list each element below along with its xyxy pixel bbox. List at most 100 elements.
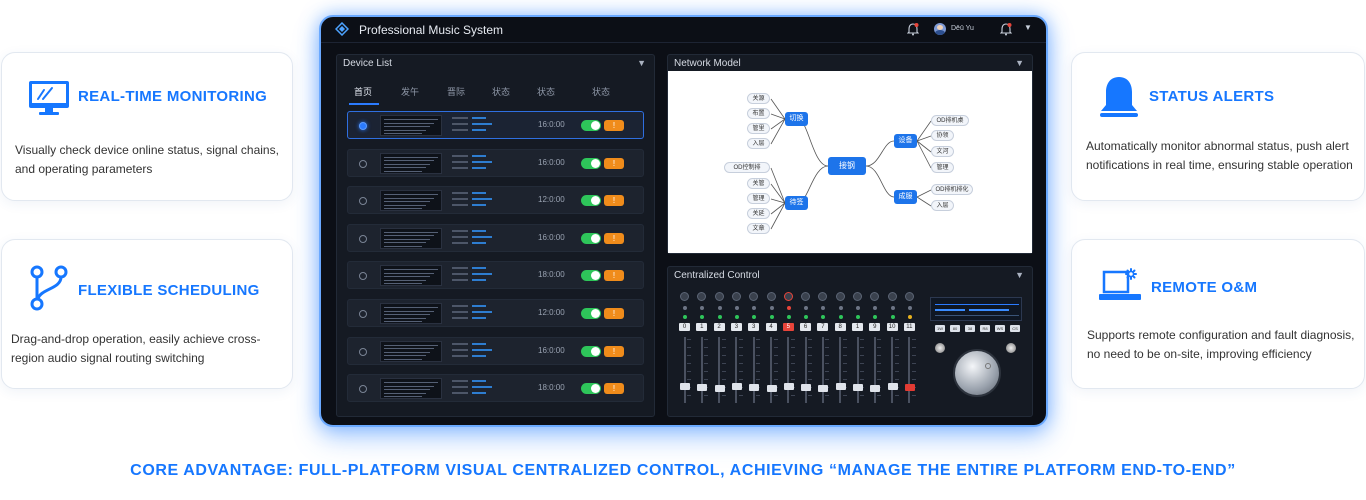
display-button[interactable]: WS: [995, 325, 1005, 332]
network-leaf-node[interactable]: OD控制排: [724, 162, 770, 173]
channel-knob[interactable]: [749, 292, 759, 301]
device-row[interactable]: 12:0:00!: [347, 299, 644, 327]
display-button[interactable]: 80: [950, 325, 960, 332]
action-button[interactable]: !: [604, 195, 624, 207]
select-radio[interactable]: [359, 385, 367, 394]
channel-number[interactable]: 10: [886, 323, 898, 331]
network-leaf-node[interactable]: 布置: [747, 108, 770, 119]
channel-knob[interactable]: [904, 292, 914, 301]
channel-fader[interactable]: [835, 383, 846, 390]
tab-5[interactable]: 状态: [592, 87, 611, 97]
channel-fader[interactable]: [870, 385, 881, 392]
device-row[interactable]: 16:0:00!: [347, 111, 644, 139]
status-toggle[interactable]: [581, 383, 601, 395]
channel-fader[interactable]: [853, 384, 863, 391]
chevron-down-icon[interactable]: ▼: [1015, 58, 1024, 68]
select-radio[interactable]: [359, 347, 367, 356]
alert-bell-icon[interactable]: [1000, 23, 1012, 36]
channel-knob[interactable]: [731, 292, 741, 301]
tab-4[interactable]: 状态: [537, 87, 556, 97]
channel-knob[interactable]: [853, 292, 862, 301]
network-leaf-node[interactable]: 管里: [747, 123, 770, 134]
channel-fader[interactable]: [766, 385, 777, 392]
tab-0[interactable]: 首页: [354, 87, 373, 97]
channel-fader[interactable]: [731, 383, 742, 390]
action-button[interactable]: !: [604, 345, 624, 357]
channel-number[interactable]: 1: [852, 323, 863, 331]
select-radio[interactable]: [359, 197, 367, 206]
action-button[interactable]: !: [604, 120, 624, 131]
action-button[interactable]: !: [604, 232, 624, 244]
channel-number[interactable]: 1: [696, 323, 708, 331]
network-leaf-node[interactable]: 管理: [931, 162, 954, 173]
network-leaf-node[interactable]: 文章: [747, 223, 770, 234]
status-toggle[interactable]: [581, 157, 601, 169]
network-leaf-node[interactable]: OD排机排化: [931, 184, 973, 195]
display-button[interactable]: R8: [980, 325, 990, 332]
channel-number[interactable]: 9: [869, 323, 881, 331]
channel-fader[interactable]: [783, 383, 794, 390]
small-knob-right[interactable]: [1006, 343, 1016, 353]
channel-number[interactable]: 2: [713, 323, 725, 331]
channel-fader[interactable]: [697, 384, 708, 391]
chevron-down-icon[interactable]: ▼: [637, 58, 646, 68]
channel-number[interactable]: 3: [730, 323, 742, 331]
channel-number[interactable]: 3: [748, 323, 760, 331]
channel-knob[interactable]: [697, 292, 707, 301]
status-toggle[interactable]: [581, 232, 601, 244]
display-button[interactable]: 38: [965, 325, 975, 332]
select-radio[interactable]: [359, 159, 367, 168]
channel-knob[interactable]: [835, 292, 845, 301]
action-button[interactable]: !: [604, 157, 624, 169]
tab-2[interactable]: 晋际: [447, 87, 466, 97]
status-toggle[interactable]: [581, 120, 601, 131]
small-knob-left[interactable]: [935, 343, 945, 353]
channel-number[interactable]: 4: [765, 323, 777, 331]
network-branch-node[interactable]: 成服: [894, 190, 917, 204]
status-toggle[interactable]: [581, 195, 601, 207]
display-button[interactable]: 1W: [935, 325, 945, 332]
network-leaf-node[interactable]: 关管: [747, 178, 770, 189]
channel-knob[interactable]: [818, 292, 828, 301]
jog-wheel[interactable]: [953, 349, 1001, 397]
network-branch-node[interactable]: 设备: [894, 134, 917, 148]
network-leaf-node[interactable]: 关源: [747, 93, 770, 104]
channel-knob[interactable]: [680, 292, 689, 301]
channel-fader[interactable]: [801, 384, 812, 391]
channel-knob[interactable]: [714, 292, 724, 301]
device-row[interactable]: 12:0:00!: [347, 186, 644, 215]
channel-knob[interactable]: [887, 292, 897, 301]
user-name[interactable]: Dēū Yu: [951, 25, 974, 32]
channel-number[interactable]: 7: [817, 323, 829, 331]
channel-number[interactable]: 6: [800, 323, 812, 331]
status-toggle[interactable]: [581, 270, 601, 282]
network-leaf-node[interactable]: 管理: [747, 193, 770, 204]
channel-number[interactable]: 11: [903, 323, 915, 331]
channel-fader[interactable]: [904, 384, 915, 391]
action-button[interactable]: !: [604, 383, 624, 395]
channel-fader[interactable]: [887, 383, 898, 390]
device-row[interactable]: 16:0:00!: [347, 148, 644, 177]
display-button[interactable]: CS: [1010, 325, 1020, 332]
select-radio[interactable]: [359, 310, 367, 318]
status-toggle[interactable]: [581, 308, 601, 319]
network-center-node[interactable]: 接钢: [828, 157, 866, 175]
device-row[interactable]: 16:0:00!: [347, 223, 644, 252]
network-leaf-node[interactable]: 关延: [747, 208, 770, 219]
channel-knob[interactable]: [801, 292, 811, 301]
network-leaf-node[interactable]: OD排机桌: [931, 115, 969, 126]
avatar[interactable]: [934, 23, 946, 35]
channel-number[interactable]: 5: [782, 323, 794, 331]
chevron-down-icon[interactable]: ▼: [1015, 270, 1024, 280]
tab-1[interactable]: 发午: [401, 87, 420, 97]
channel-number[interactable]: 8: [834, 323, 846, 331]
device-row[interactable]: 18:0:00!: [347, 374, 644, 403]
action-button[interactable]: !: [604, 270, 624, 282]
channel-knob[interactable]: [766, 292, 776, 301]
status-toggle[interactable]: [581, 345, 601, 357]
chevron-down-icon[interactable]: ▼: [1024, 23, 1032, 32]
channel-knob[interactable]: [870, 292, 880, 301]
channel-number[interactable]: 0: [679, 323, 690, 331]
network-branch-node[interactable]: 切换: [785, 112, 808, 126]
select-radio[interactable]: [359, 122, 367, 130]
